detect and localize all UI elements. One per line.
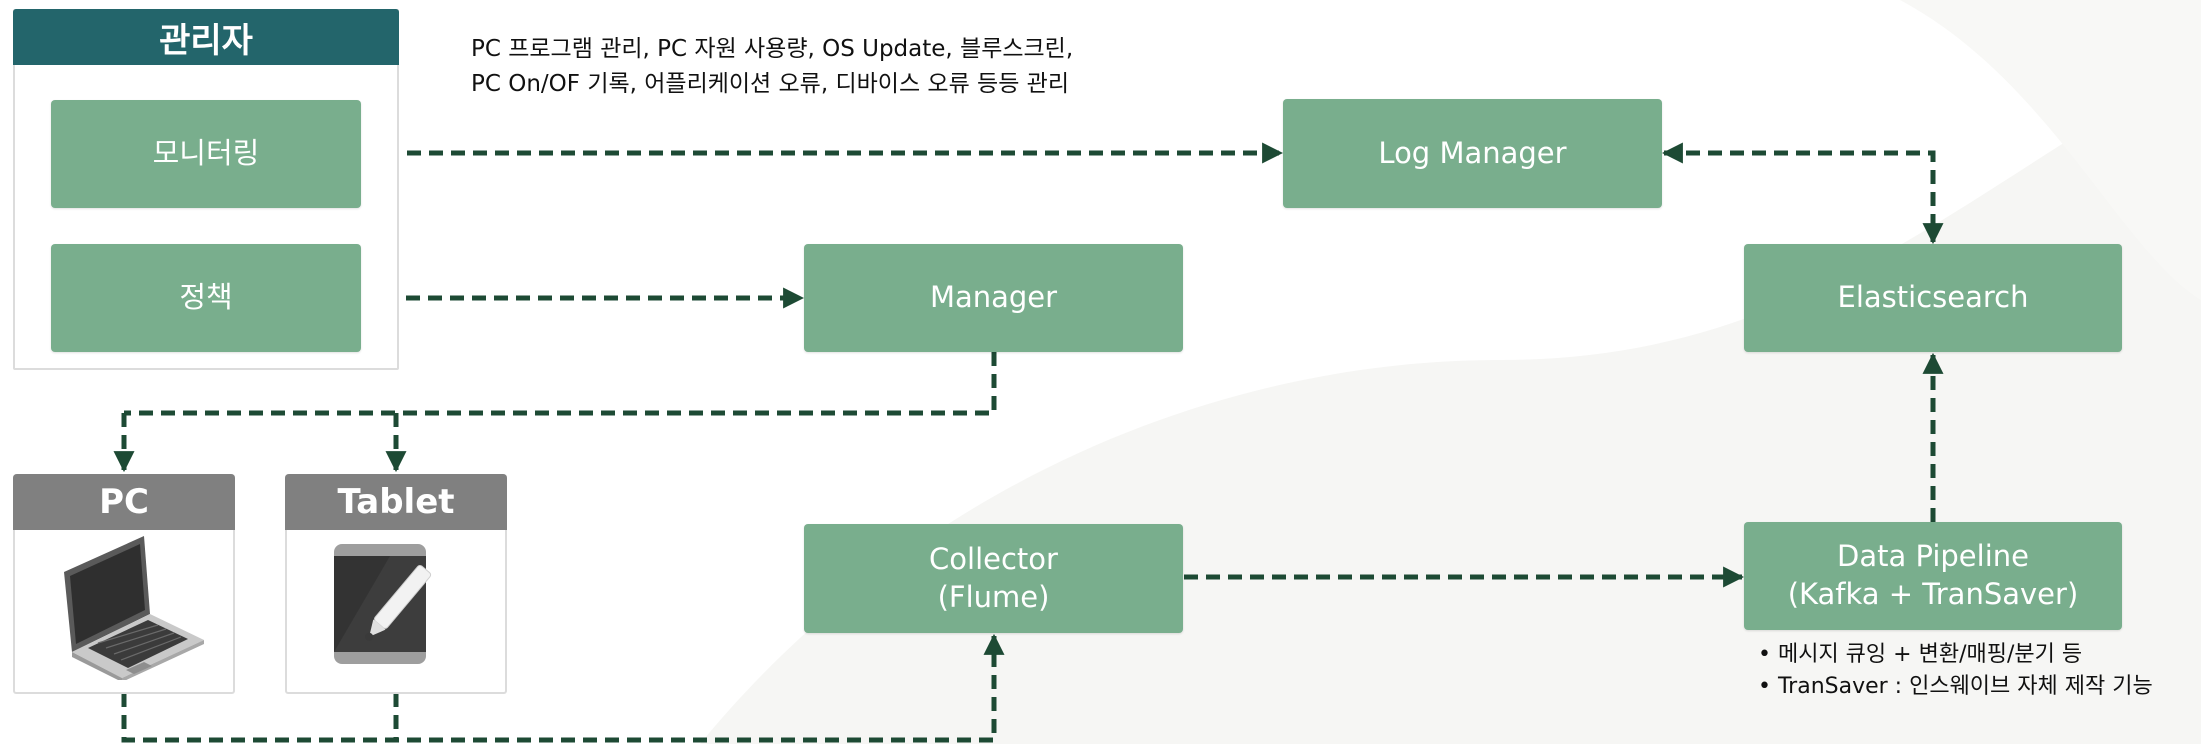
collector-node: Collector (Flume) — [804, 524, 1183, 633]
collector-sublabel: (Flume) — [937, 579, 1050, 614]
data-pipeline-node: Data Pipeline (Kafka + TranSaver) — [1744, 522, 2122, 630]
admin-note-line-1: PC 프로그램 관리, PC 자원 사용량, OS Update, 블루스크린, — [471, 36, 1074, 62]
collector-label: Collector — [929, 541, 1058, 576]
pipeline-label: Data Pipeline — [1837, 539, 2029, 574]
connector-logmanager-elasticsearch — [1661, 142, 1944, 245]
manager-node: Manager — [804, 244, 1183, 352]
connector-manager-bus — [124, 352, 997, 416]
admin-note: PC 프로그램 관리, PC 자원 사용량, OS Update, 블루스크린,… — [471, 32, 1073, 102]
connector-pc-collector — [121, 633, 1005, 743]
pipeline-sublabel: (Kafka + TranSaver) — [1787, 577, 2079, 611]
pipeline-notes: • 메시지 큐잉 + 변환/매핑/분기 등 • TranSaver : 인스웨이… — [1758, 639, 2153, 703]
monitoring-node: 모니터링 — [51, 100, 361, 208]
laptop-icon — [64, 536, 204, 680]
admin-title: 관리자 — [13, 9, 399, 65]
pipeline-note-1: • 메시지 큐잉 + 변환/매핑/분기 등 — [1758, 642, 2083, 667]
pipeline-note-2: • TranSaver : 인스웨이브 자체 제작 기능 — [1758, 674, 2153, 699]
log-manager-node: Log Manager — [1283, 99, 1662, 208]
tablet-pen-icon — [334, 544, 432, 664]
tablet-title: Tablet — [285, 474, 507, 530]
elasticsearch-node: Elasticsearch — [1744, 244, 2122, 352]
policy-node: 정책 — [51, 244, 361, 352]
pc-title: PC — [13, 474, 235, 530]
admin-note-line-2: PC On/OF 기록, 어플리케이션 오류, 디바이스 오류 등등 관리 — [471, 71, 1070, 97]
